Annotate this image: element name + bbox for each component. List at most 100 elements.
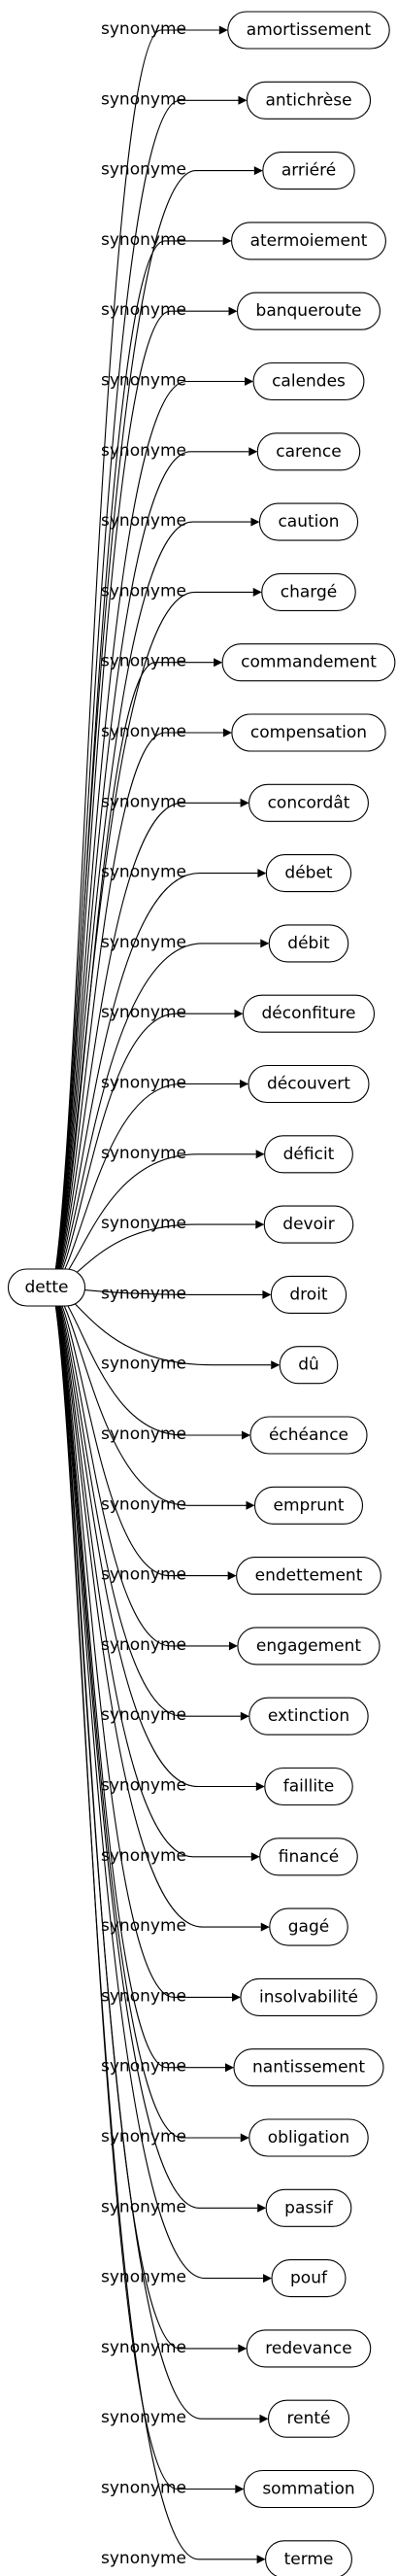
synonym-label: débet: [284, 864, 333, 883]
synonym-node-box: [231, 713, 386, 752]
edge-label-17: synonyme: [101, 1214, 186, 1233]
synonym-node-box: [265, 2540, 352, 2576]
edge-label-26: synonyme: [101, 1846, 186, 1866]
edge-label-11: synonyme: [101, 792, 186, 811]
edge-label-27: synonyme: [101, 1916, 186, 1936]
arrowhead-3: [222, 236, 232, 246]
synonym-label: banqueroute: [256, 301, 362, 321]
edge-8: [51, 591, 253, 1288]
synonym-node-box: [248, 783, 369, 822]
synonym-label: déconfiture: [262, 1004, 356, 1023]
edge-label-36: synonyme: [101, 2549, 186, 2568]
synonym-node-box: [258, 502, 359, 541]
synonym-node-box: [233, 2048, 384, 2087]
arrowhead-24: [240, 1711, 249, 1721]
synonym-label: redevance: [265, 2339, 351, 2358]
synonym-label: débit: [287, 934, 330, 953]
edge-label-31: synonyme: [101, 2197, 186, 2216]
synonym-node-13: débit: [268, 924, 349, 963]
synonym-node-27: gagé: [269, 1907, 348, 1946]
synonym-label: devoir: [282, 1215, 334, 1234]
arrowhead-21: [246, 1500, 255, 1510]
synonym-node-box: [231, 222, 386, 260]
synonym-label: nantissement: [252, 2058, 365, 2078]
edge-23: [51, 1287, 229, 1647]
synonym-node-box: [236, 1557, 381, 1596]
center-node: dette: [7, 1268, 86, 1307]
edge-3: [51, 240, 223, 1288]
edge-label-12: synonyme: [101, 863, 186, 882]
synonym-node-box: [263, 1205, 354, 1244]
edge-5: [51, 380, 246, 1288]
arrowhead-14: [234, 1009, 244, 1018]
edge-label-20: synonyme: [101, 1425, 186, 1444]
edge-label-25: synonyme: [101, 1776, 186, 1796]
edge-1: [51, 99, 239, 1288]
edge-label-18: synonyme: [101, 1284, 186, 1303]
synonym-node-box: [242, 994, 376, 1033]
synonym-node-25: faillite: [264, 1767, 353, 1806]
synonym-node-4: banqueroute: [236, 292, 381, 330]
arrowhead-6: [248, 447, 258, 457]
synonym-node-34: renté: [267, 2399, 350, 2438]
edge-0: [51, 29, 219, 1288]
arrowhead-8: [252, 587, 262, 597]
synonym-node-box: [246, 2329, 372, 2368]
edge-36: [51, 1287, 257, 2560]
synonym-label: sommation: [262, 2480, 354, 2499]
synonym-node-box: [248, 1064, 370, 1104]
synonym-node-box: [265, 854, 352, 893]
center-node-label: dette: [24, 1278, 68, 1297]
edge-32: [51, 1287, 264, 2280]
synonym-node-box: [270, 1275, 347, 1314]
synonym-node-box: [237, 1627, 380, 1666]
synonym-node-box: [248, 2118, 369, 2157]
synonym-label: endettement: [255, 1566, 363, 1586]
synonym-label: carence: [276, 442, 341, 462]
synonym-node-box: [227, 11, 390, 50]
synonym-label: passif: [284, 2198, 334, 2217]
synonym-label: commandement: [241, 653, 377, 672]
edge-11: [51, 802, 241, 1288]
synonym-node-22: endettement: [236, 1557, 381, 1596]
synonym-node-box: [249, 1416, 368, 1455]
edge-21: [51, 1287, 247, 1506]
synonym-label: emprunt: [273, 1495, 344, 1515]
synonym-node-1: antichrèse: [246, 81, 372, 120]
arrowhead-15: [240, 1080, 249, 1088]
edge-31: [51, 1287, 258, 2209]
synonym-node-6: carence: [256, 432, 361, 471]
synonym-node-12: débet: [265, 854, 352, 893]
synonym-node-10: compensation: [231, 713, 386, 752]
edge-30: [51, 1287, 241, 2139]
arrowhead-34: [259, 2414, 269, 2423]
arrowhead-30: [240, 2133, 249, 2143]
synonym-label: terme: [284, 2550, 334, 2569]
synonym-node-33: redevance: [246, 2329, 372, 2368]
arrowhead-16: [255, 1150, 265, 1159]
synonym-node-32: pouf: [271, 2259, 347, 2298]
synonym-node-2: arriéré: [262, 152, 355, 190]
synonym-label: financé: [279, 1847, 339, 1867]
synonym-node-8: chargé: [261, 572, 356, 611]
edge-label-29: synonyme: [101, 2057, 186, 2077]
synonym-label: engagement: [256, 1636, 361, 1656]
edge-10: [51, 732, 223, 1288]
synonym-label: dû: [298, 1356, 319, 1375]
synonym-node-19: dû: [279, 1346, 339, 1385]
synonym-node-box: [221, 643, 396, 682]
arrowhead-4: [228, 306, 238, 316]
edges-layer: [51, 25, 281, 2564]
synonym-node-18: droit: [270, 1275, 347, 1314]
edge-label-3: synonyme: [101, 230, 186, 250]
edge-27: [51, 1287, 261, 1928]
synonym-label: insolvabilité: [259, 1987, 358, 2007]
synonym-node-box: [268, 924, 349, 963]
arrowhead-12: [257, 869, 267, 878]
center-node-box: [7, 1268, 86, 1307]
edge-label-2: synonyme: [101, 160, 186, 180]
synonym-node-29: nantissement: [233, 2048, 384, 2087]
arrowhead-0: [218, 25, 228, 35]
synonym-label: extinction: [268, 1706, 349, 1726]
